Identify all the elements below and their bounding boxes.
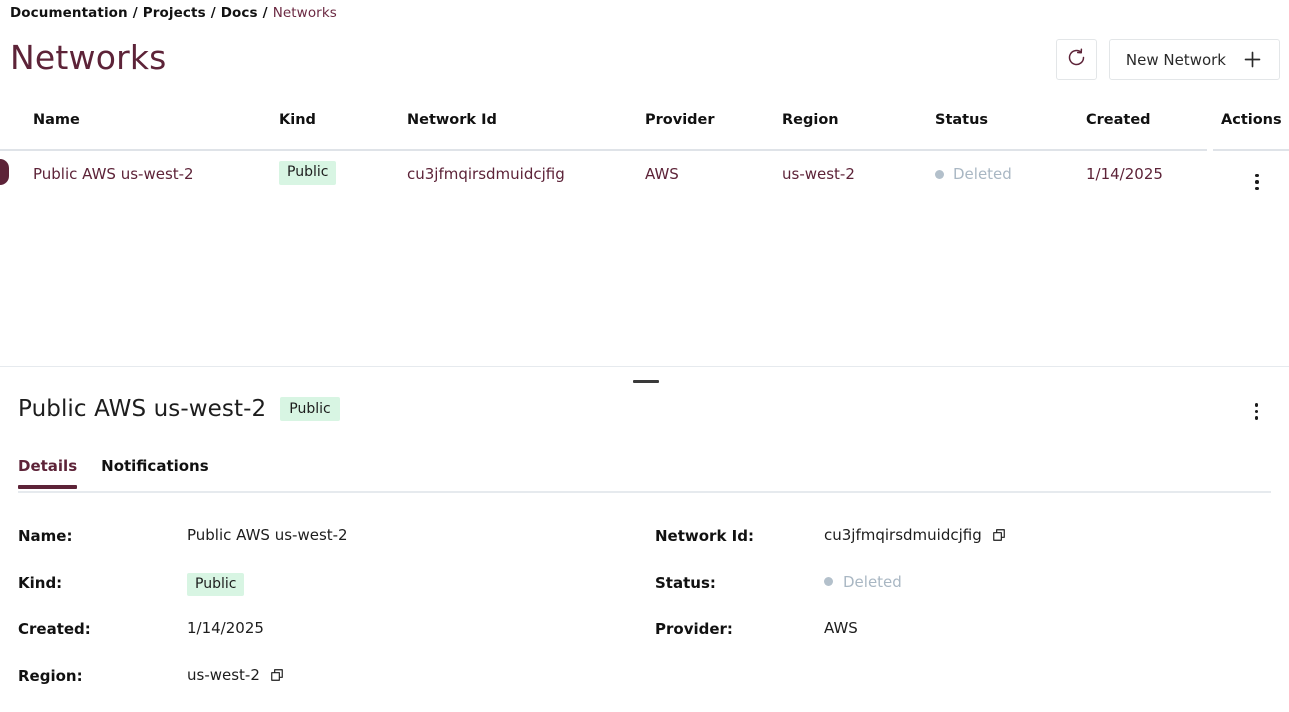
detail-header: Public AWS us-west-2 Public	[18, 396, 340, 422]
field-label-network-id: Network Id:	[655, 526, 824, 545]
page-actions: New Network	[1056, 39, 1280, 80]
status-dot-icon	[824, 577, 833, 586]
breadcrumb-item-networks[interactable]: Networks	[273, 5, 337, 21]
column-header-network-id[interactable]: Network Id	[407, 112, 497, 128]
cell-network-id: cu3jfmqirsdmuidcjfig	[407, 165, 565, 183]
column-header-region[interactable]: Region	[782, 112, 839, 128]
cell-region: us-west-2	[782, 165, 855, 183]
refresh-icon	[1066, 47, 1087, 72]
column-header-actions: Actions	[1221, 112, 1282, 128]
cell-provider: AWS	[645, 165, 679, 183]
copy-icon[interactable]	[992, 528, 1006, 542]
cell-actions	[1255, 163, 1259, 190]
tabs-divider	[18, 491, 1271, 493]
breadcrumb-separator: /	[211, 5, 216, 21]
field-value-network-id: cu3jfmqirsdmuidcjfig	[824, 526, 1006, 544]
breadcrumb: Documentation / Projects / Docs / Networ…	[10, 5, 337, 21]
copy-icon[interactable]	[270, 668, 284, 682]
field-region: Region: us-west-2	[18, 666, 638, 712]
breadcrumb-item-documentation[interactable]: Documentation	[10, 5, 128, 21]
detail-panel: Public AWS us-west-2 Public Details Noti…	[0, 386, 1289, 700]
detail-tabs: Details Notifications	[18, 457, 209, 489]
cell-status: Deleted	[935, 165, 1012, 183]
cell-name[interactable]: Public AWS us-west-2	[33, 165, 194, 183]
field-value-status: Deleted	[824, 573, 902, 591]
field-kind: Kind: Public	[18, 573, 638, 620]
row-selected-marker	[0, 159, 9, 185]
table-row[interactable]: Public AWS us-west-2 Public cu3jfmqirsdm…	[0, 149, 1289, 203]
field-value-provider: AWS	[824, 619, 858, 637]
field-value-created: 1/14/2025	[187, 619, 264, 637]
field-value-name: Public AWS us-west-2	[187, 526, 348, 544]
panel-divider	[0, 366, 1289, 367]
status-badge: Deleted	[843, 573, 902, 591]
detail-fields-left: Name: Public AWS us-west-2 Kind: Public …	[18, 526, 638, 712]
cell-created: 1/14/2025	[1086, 165, 1163, 183]
detail-kind-badge: Public	[280, 397, 339, 421]
field-network-id: Network Id: cu3jfmqirsdmuidcjfig	[655, 526, 1275, 573]
field-value-kind: Public	[187, 573, 244, 597]
column-header-kind[interactable]: Kind	[279, 112, 316, 128]
column-header-name[interactable]: Name	[33, 112, 80, 128]
detail-title: Public AWS us-west-2	[18, 396, 266, 422]
field-provider: Provider: AWS	[655, 619, 1275, 666]
row-more-actions-icon[interactable]	[1255, 174, 1259, 191]
status-dot-icon	[935, 170, 944, 179]
detail-more-actions-icon[interactable]	[1255, 403, 1259, 420]
field-status: Status: Deleted	[655, 573, 1275, 620]
kind-badge: Public	[279, 161, 336, 185]
page-title: Networks	[10, 38, 167, 77]
breadcrumb-separator: /	[263, 5, 268, 21]
detail-fields-right: Network Id: cu3jfmqirsdmuidcjfig Status:	[655, 526, 1275, 666]
field-label-provider: Provider:	[655, 619, 824, 638]
region-value-text: us-west-2	[187, 666, 260, 684]
refresh-button[interactable]	[1056, 39, 1097, 80]
tab-details[interactable]: Details	[18, 457, 77, 489]
plus-icon	[1242, 49, 1263, 70]
status-badge: Deleted	[953, 165, 1012, 183]
new-network-button[interactable]: New Network	[1109, 39, 1280, 80]
tab-notifications[interactable]: Notifications	[101, 457, 209, 489]
network-id-value-text: cu3jfmqirsdmuidcjfig	[824, 526, 982, 544]
column-header-created[interactable]: Created	[1086, 112, 1151, 128]
networks-table: Name Kind Network Id Provider Region Sta…	[0, 112, 1289, 203]
column-header-provider[interactable]: Provider	[645, 112, 715, 128]
field-label-created: Created:	[18, 619, 187, 638]
field-label-kind: Kind:	[18, 573, 187, 592]
column-header-status[interactable]: Status	[935, 112, 988, 128]
cell-kind: Public	[279, 161, 336, 185]
kind-badge: Public	[187, 573, 244, 597]
new-network-label: New Network	[1126, 51, 1226, 69]
field-value-region: us-west-2	[187, 666, 284, 684]
table-header-row: Name Kind Network Id Provider Region Sta…	[0, 112, 1289, 149]
field-name: Name: Public AWS us-west-2	[18, 526, 638, 573]
breadcrumb-item-docs[interactable]: Docs	[221, 5, 258, 21]
breadcrumb-separator: /	[133, 5, 138, 21]
breadcrumb-item-projects[interactable]: Projects	[143, 5, 206, 21]
field-label-status: Status:	[655, 573, 824, 592]
field-label-name: Name:	[18, 526, 187, 545]
field-created: Created: 1/14/2025	[18, 619, 638, 666]
field-label-region: Region:	[18, 666, 187, 685]
